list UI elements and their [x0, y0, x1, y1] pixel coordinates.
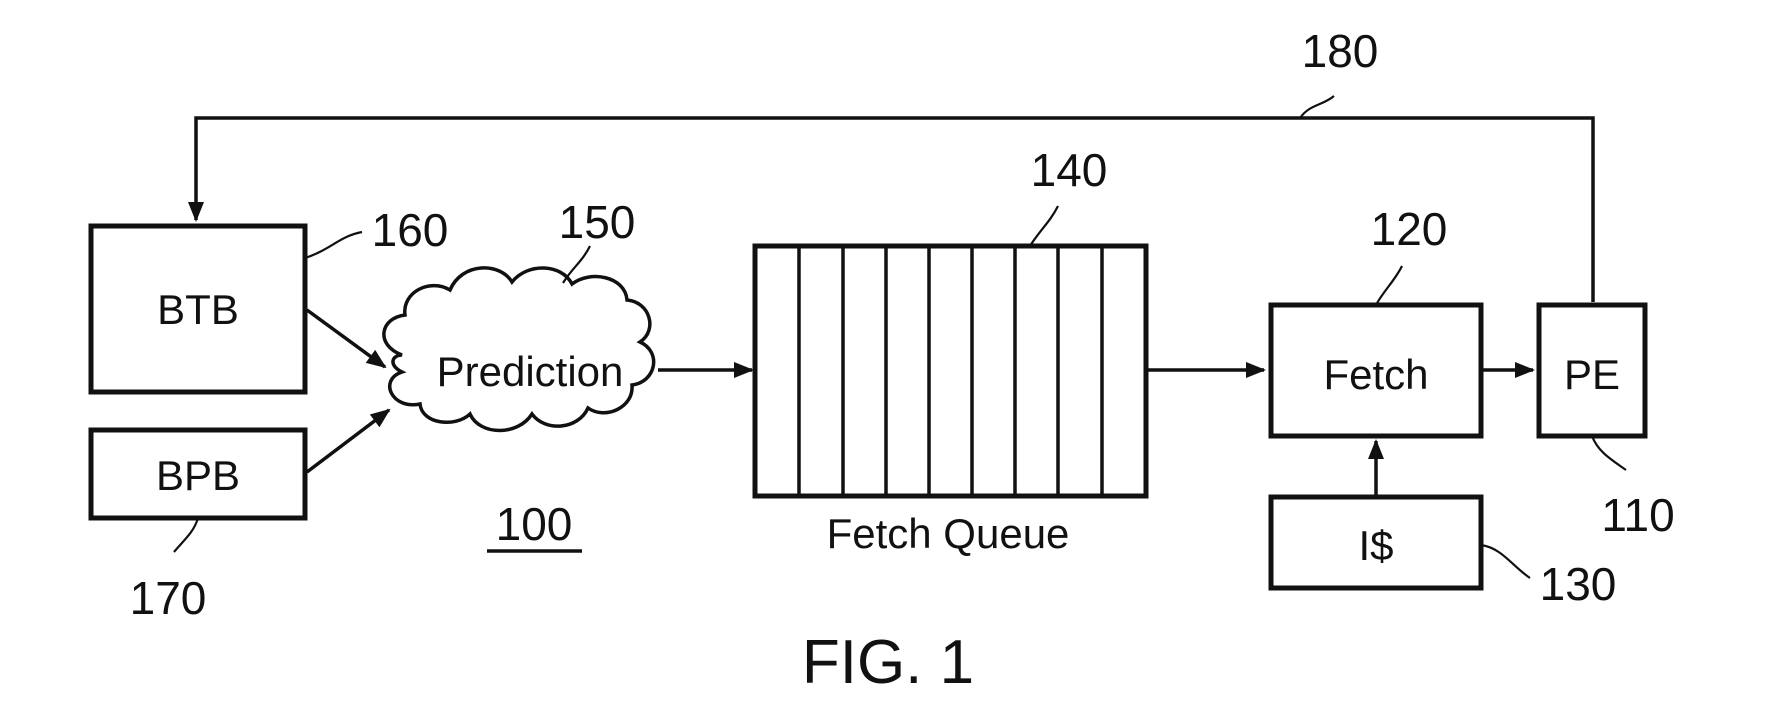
ref-140: 140: [1031, 144, 1108, 196]
figure-caption: FIG. 1: [802, 628, 974, 697]
ref-120: 120: [1371, 203, 1448, 255]
prediction-label: Prediction: [437, 348, 624, 395]
icache-label: I$: [1358, 522, 1393, 569]
ref-150: 150: [559, 196, 636, 248]
fetch-queue-label: Fetch Queue: [827, 510, 1070, 557]
ref-170: 170: [130, 572, 207, 624]
pe-block: PE: [1536, 302, 1648, 439]
leader-160: [304, 230, 363, 260]
btb-label: BTB: [157, 286, 239, 333]
arrow-btb-to-prediction: [305, 308, 387, 369]
ref-130: 130: [1540, 558, 1617, 610]
btb-block: BTB: [88, 223, 308, 395]
fetch-block: Fetch: [1268, 302, 1484, 439]
ref-180: 180: [1302, 25, 1379, 77]
arrow-bpb-to-prediction: [305, 408, 391, 474]
ref-110: 110: [1601, 489, 1674, 541]
fetch-label: Fetch: [1323, 351, 1428, 398]
feedback-path-180: [188, 116, 1595, 302]
pe-label: PE: [1564, 351, 1620, 398]
prediction-cloud: Prediction: [382, 266, 656, 433]
icache-block: I$: [1268, 494, 1484, 591]
leader-170: [173, 517, 200, 553]
leader-130: [1480, 543, 1531, 579]
leader-150: [562, 245, 591, 284]
leader-110: [1590, 435, 1627, 471]
leader-140: [1029, 205, 1059, 247]
fetch-queue-block: Fetch Queue: [752, 243, 1149, 557]
leader-180: [1299, 95, 1335, 119]
leader-120: [1375, 265, 1403, 306]
ref-160: 160: [372, 204, 449, 256]
system-ref-100: 100: [496, 498, 573, 550]
bpb-block: BPB: [88, 427, 308, 521]
bpb-label: BPB: [156, 452, 240, 499]
fetch-queue-slots: [797, 246, 1104, 496]
